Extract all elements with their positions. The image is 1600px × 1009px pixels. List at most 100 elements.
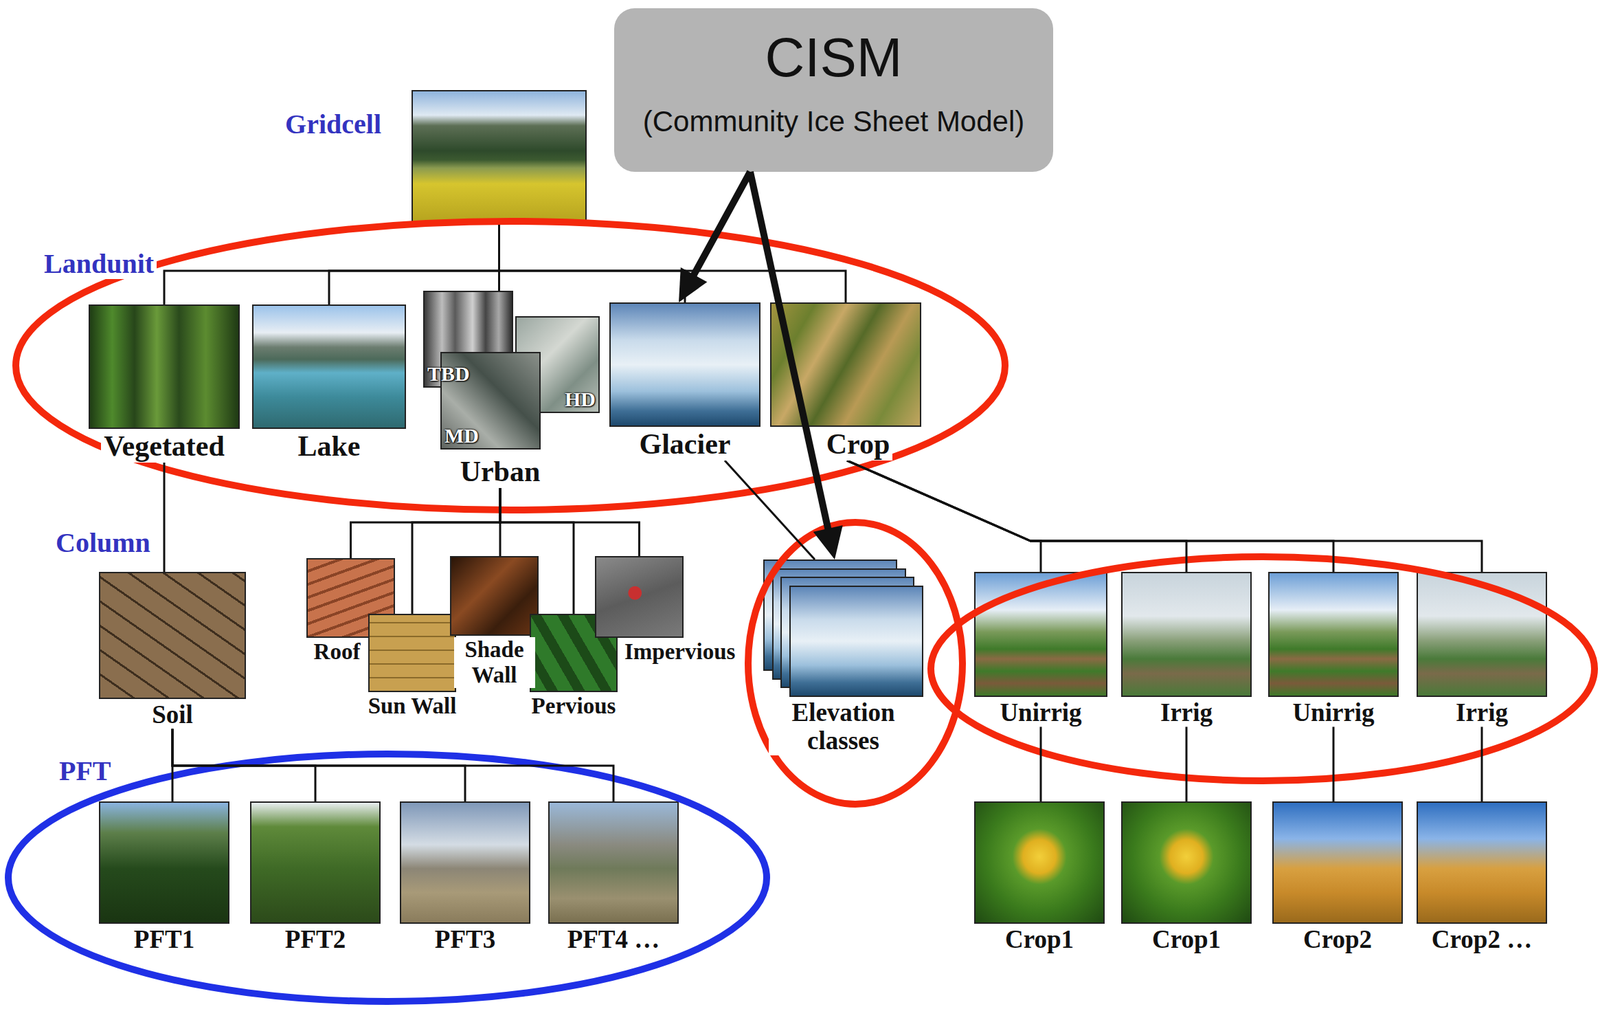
connector-line [724, 460, 815, 560]
picture-node: Soil [98, 571, 246, 729]
overlay-label-holder: TBD [427, 362, 470, 385]
picture-node: PFT2 [250, 801, 381, 953]
caption-row: Irrig [1416, 697, 1548, 727]
connector-line [499, 224, 847, 303]
picture-node: UrbanTBDHDMD [423, 290, 578, 488]
picture-node: PFT1 [98, 801, 230, 953]
picture [974, 801, 1105, 924]
hierarchy-connector [172, 728, 614, 802]
picture-node: PFT4 … [548, 801, 679, 953]
overlay-label-holder: HD [564, 387, 596, 411]
overlay-label-holder: MD [444, 423, 479, 447]
caption-text: Elevation classes [768, 697, 919, 756]
hierarchy-connector [500, 487, 640, 556]
caption-text: Crop [823, 427, 894, 461]
connector-line [750, 171, 829, 530]
caption-text: PFT2 [282, 924, 349, 953]
caption-row: Sun Wall [368, 693, 457, 719]
connector-line [172, 728, 614, 802]
connector-line [329, 224, 500, 305]
picture-node: Crop1 [1121, 801, 1252, 953]
caption-text: Crop2 … [1428, 924, 1535, 953]
picture-node: Lake [252, 304, 407, 463]
connector-line [1332, 726, 1335, 802]
model-subtitle: (Community Ice Sheet Model) [643, 104, 1025, 139]
hierarchy-connector [329, 224, 500, 305]
connector-line [163, 462, 166, 572]
caption-row: PFT2 [250, 924, 381, 953]
caption-text: Irrig [1452, 697, 1511, 727]
caption-text: Unirrig [1289, 697, 1377, 727]
level-label-holder: PFT [56, 755, 115, 786]
picture [98, 571, 246, 699]
connector-line [500, 487, 640, 556]
arrow-head [813, 524, 843, 560]
coupling-arrow [750, 171, 843, 560]
picture [609, 302, 761, 427]
arrow-head [678, 267, 707, 303]
hierarchy-connector [499, 224, 847, 303]
picture-node: Shade Wall [449, 555, 539, 688]
caption-text: Shade Wall [454, 636, 536, 688]
picture [250, 801, 381, 924]
caption-row: Elevation classes [763, 697, 924, 756]
picture-node: Crop2 [1272, 801, 1403, 953]
picture-node: Glacier [609, 302, 761, 461]
caption-text: PFT1 [131, 924, 198, 953]
level-label: PFT [56, 755, 115, 786]
hierarchy-connector [1481, 726, 1483, 802]
connector-line [412, 487, 501, 614]
picture [1121, 801, 1252, 924]
connector-line [1185, 726, 1188, 802]
caption-row: Vegetated [88, 430, 240, 463]
hierarchy-connector [847, 460, 1482, 572]
caption-text: Unirrig [996, 697, 1085, 727]
hierarchy-connector [1040, 726, 1042, 802]
hierarchy-connector [847, 460, 1187, 572]
caption-row: Crop1 [974, 924, 1105, 953]
picture [974, 571, 1108, 697]
caption-row: Irrig [1121, 697, 1252, 727]
caption-row: Impervious [594, 638, 684, 665]
caption-text: Impervious [621, 638, 738, 665]
picture [789, 585, 924, 697]
caption-row: PFT1 [98, 924, 230, 953]
caption-row: Soil [98, 700, 246, 729]
level-label-holder: Gridcell [282, 109, 412, 140]
picture [1416, 801, 1548, 924]
pft-ellipse [8, 753, 767, 1001]
connector-line [164, 224, 500, 305]
caption-row: Lake [252, 430, 407, 463]
caption-row: Shade Wall [449, 636, 539, 688]
picture [1268, 571, 1399, 697]
picture-node: Unirrig [974, 571, 1108, 727]
caption-row: Urban [423, 455, 578, 488]
connector-line [693, 171, 751, 276]
caption-text: Crop1 [1002, 924, 1077, 953]
hierarchy-connector [847, 460, 1041, 572]
caption-row: Crop2 [1272, 924, 1403, 953]
caption-row: Pervious [529, 693, 618, 719]
connector-line [847, 460, 1187, 572]
level-label-holder: Landunit [41, 248, 157, 279]
picture-node: Crop2 … [1416, 801, 1548, 953]
connector-line [1040, 726, 1043, 802]
caption-text: Crop1 [1149, 924, 1224, 953]
picture-node: Gridcell [411, 89, 587, 225]
caption-text: Lake [294, 430, 363, 463]
picture [98, 801, 230, 924]
caption-text: Sun Wall [365, 693, 460, 719]
picture-node: Vegetated [88, 304, 240, 463]
caption-row: Crop1 [1121, 924, 1252, 953]
picture-node: Irrig [1121, 571, 1252, 727]
caption-text: Glacier [636, 427, 734, 461]
picture-node: Crop1 [974, 801, 1105, 953]
connector-line [499, 224, 686, 303]
hierarchy-connector [164, 224, 500, 305]
picture [1121, 571, 1252, 697]
connector-line [847, 460, 1482, 572]
picture [252, 304, 407, 429]
caption-text: Vegetated [100, 430, 228, 463]
picture [449, 555, 539, 636]
